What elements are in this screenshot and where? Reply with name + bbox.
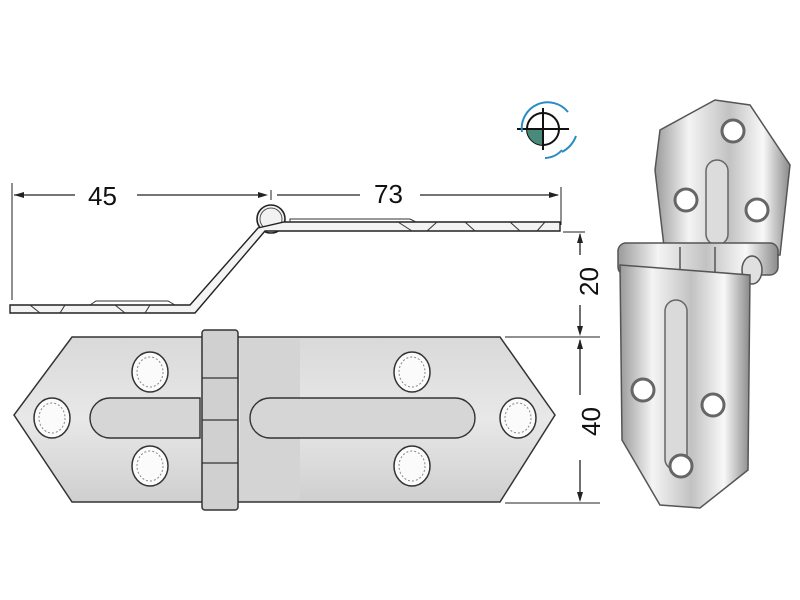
projection-symbol-icon [517,101,577,159]
dimension-label-45: 45 [88,181,117,211]
plan-view [13,329,556,511]
dimension-20: 20 [563,231,604,336]
side-profile-view: 45 73 [9,179,562,314]
mounting-holes [33,351,537,487]
product-photo [617,99,791,509]
dimension-label-40: 40 [576,407,606,436]
dimension-45: 45 [14,181,268,211]
dimension-73: 73 [277,179,559,209]
dimension-40: 40 [505,336,606,504]
dimension-label-20: 20 [574,267,604,296]
dimension-label-73: 73 [374,179,403,209]
